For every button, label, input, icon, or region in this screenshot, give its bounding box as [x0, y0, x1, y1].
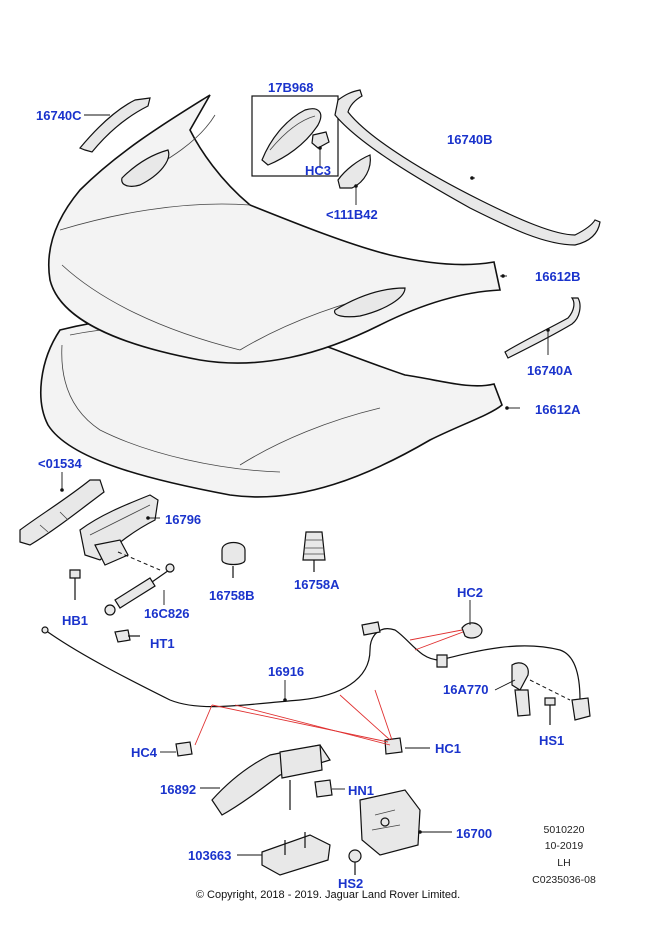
- label-hc3[interactable]: HC3: [305, 163, 332, 178]
- label-hn1[interactable]: HN1: [348, 783, 375, 798]
- label-16a770[interactable]: 16A770: [443, 682, 489, 697]
- label-16796[interactable]: 16796: [165, 512, 202, 527]
- insulator-box-17b968: [251, 95, 339, 177]
- label-16758b[interactable]: 16758B: [209, 588, 255, 603]
- label-17b968[interactable]: 17B968: [268, 80, 314, 95]
- label-16892[interactable]: 16892: [160, 782, 197, 797]
- release-handle-16a770[interactable]: [511, 662, 571, 717]
- label-16700[interactable]: 16700: [456, 826, 493, 841]
- label-16916[interactable]: 16916: [268, 664, 305, 679]
- support-bracket-16892[interactable]: [211, 744, 331, 816]
- screw-hs2[interactable]: [348, 849, 362, 875]
- guide-103663[interactable]: [261, 832, 331, 876]
- label-16740c[interactable]: 16740C: [36, 108, 82, 123]
- label-16612b[interactable]: 16612B: [535, 269, 581, 284]
- meta-date: 10-2019: [544, 840, 584, 852]
- gas-strut-16c826[interactable]: [104, 551, 175, 616]
- label-hs1[interactable]: HS1: [539, 733, 565, 748]
- screw-hs1[interactable]: [544, 697, 591, 725]
- clip-hc2[interactable]: [461, 622, 483, 639]
- label-16612a[interactable]: 16612A: [535, 402, 581, 417]
- label-hc4[interactable]: HC4: [131, 745, 158, 760]
- label-16c826[interactable]: 16C826: [144, 606, 190, 621]
- clip-hc4[interactable]: [175, 741, 193, 757]
- seal-16740a[interactable]: [504, 297, 581, 359]
- label-16758a[interactable]: 16758A: [294, 577, 340, 592]
- hood-outer-panel-16612b[interactable]: [47, 94, 501, 364]
- bolt-hb1[interactable]: [69, 569, 81, 600]
- label-111b42[interactable]: <111B42: [326, 207, 378, 222]
- label-01534[interactable]: <01534: [38, 456, 82, 471]
- bolt-ht1[interactable]: [114, 629, 140, 643]
- label-16740b[interactable]: 16740B: [447, 132, 493, 147]
- seal-16740b[interactable]: [334, 89, 601, 246]
- clip-hc1[interactable]: [384, 737, 403, 755]
- leader-lines: [60, 114, 550, 856]
- meta-ref: C0235036-08: [532, 874, 596, 886]
- copyright-notice: © Copyright, 2018 - 2019. Jaguar Land Ro…: [195, 889, 461, 901]
- red-leader-lines: [194, 629, 464, 746]
- meta-code: 5010220: [543, 824, 585, 836]
- meta-side: LH: [557, 857, 571, 869]
- release-cable-16916[interactable]: [41, 621, 581, 708]
- hinge-16796[interactable]: [79, 494, 159, 566]
- latch-16700[interactable]: [359, 789, 421, 856]
- label-hc2[interactable]: HC2: [457, 585, 484, 600]
- label-16740a[interactable]: 16740A: [527, 363, 573, 378]
- label-hs2[interactable]: HS2: [338, 876, 364, 891]
- bracket-111b42[interactable]: [337, 154, 371, 205]
- bump-stop-16758a[interactable]: [302, 531, 326, 572]
- label-ht1[interactable]: HT1: [150, 636, 175, 651]
- nut-hn1[interactable]: [314, 779, 333, 798]
- label-hc1[interactable]: HC1: [435, 741, 462, 756]
- bump-stop-16758b[interactable]: [221, 541, 246, 579]
- seal-16740c[interactable]: [79, 97, 151, 153]
- label-hb1[interactable]: HB1: [62, 613, 89, 628]
- bracket-01534[interactable]: [19, 479, 105, 546]
- label-103663[interactable]: 103663: [188, 848, 232, 863]
